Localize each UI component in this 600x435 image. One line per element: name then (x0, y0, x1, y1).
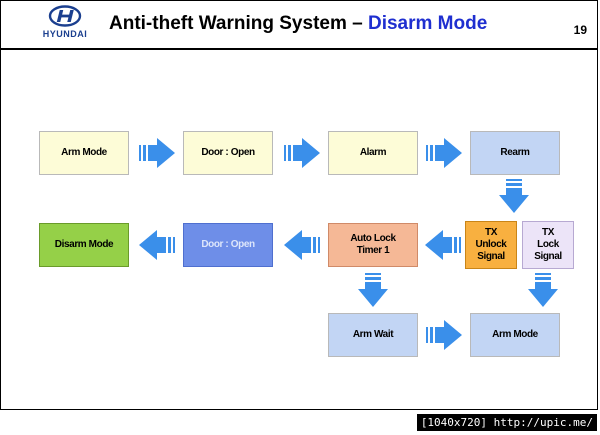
arm-mode-label: Arm Mode (61, 147, 107, 158)
title-prefix: Anti-theft Warning System – (109, 13, 368, 34)
door-open-box-2: Door : Open (183, 223, 273, 267)
tx-lock-signal-label: TX Lock Signal (534, 227, 562, 262)
slide: HYUNDAI Anti-theft Warning System – Disa… (0, 0, 598, 410)
arm-mode-label-2: Arm Mode (492, 329, 538, 340)
tx-unlock-signal-label: TX Unlock Signal (475, 227, 507, 262)
hyundai-emblem-icon (48, 5, 82, 27)
disarm-mode-box: Disarm Mode (39, 223, 129, 267)
door-open-label: Door : Open (201, 147, 255, 158)
slide-header: HYUNDAI Anti-theft Warning System – Disa… (1, 1, 597, 50)
arm-wait-label: Arm Wait (352, 329, 394, 340)
right-arrow-icon (139, 138, 175, 168)
right-arrow-icon (426, 138, 462, 168)
alarm-label: Alarm (359, 147, 387, 158)
left-arrow-icon (284, 230, 320, 260)
hyundai-logo: HYUNDAI (37, 5, 93, 43)
left-arrow-icon (139, 230, 175, 260)
down-arrow-icon (528, 273, 558, 307)
tx-lock-signal-box: TX Lock Signal (522, 221, 574, 269)
down-arrow-icon (358, 273, 388, 307)
brand-name: HYUNDAI (42, 29, 88, 39)
page-title: Anti-theft Warning System – Disarm Mode (109, 13, 487, 35)
right-arrow-icon (284, 138, 320, 168)
auto-lock-timer-box: Auto Lock Timer 1 (328, 223, 418, 267)
door-open-box: Door : Open (183, 131, 273, 175)
tx-unlock-signal-box: TX Unlock Signal (465, 221, 517, 269)
arm-mode-box: Arm Mode (39, 131, 129, 175)
title-accent: Disarm Mode (367, 13, 488, 34)
watermark: [1040x720] http://upic.me/ (416, 414, 597, 431)
left-arrow-icon (425, 230, 461, 260)
alarm-box: Alarm (328, 131, 418, 175)
arm-wait-box: Arm Wait (328, 313, 418, 357)
auto-lock-timer-label: Auto Lock Timer 1 (350, 233, 396, 256)
disarm-mode-label: Disarm Mode (54, 239, 114, 250)
arm-mode-box-2: Arm Mode (470, 313, 560, 357)
door-open-label-2: Door : Open (201, 239, 255, 250)
down-arrow-icon (499, 179, 529, 213)
right-arrow-icon (426, 320, 462, 350)
page-number: 19 (573, 23, 587, 37)
rearm-label: Rearm (500, 147, 530, 158)
rearm-box: Rearm (470, 131, 560, 175)
